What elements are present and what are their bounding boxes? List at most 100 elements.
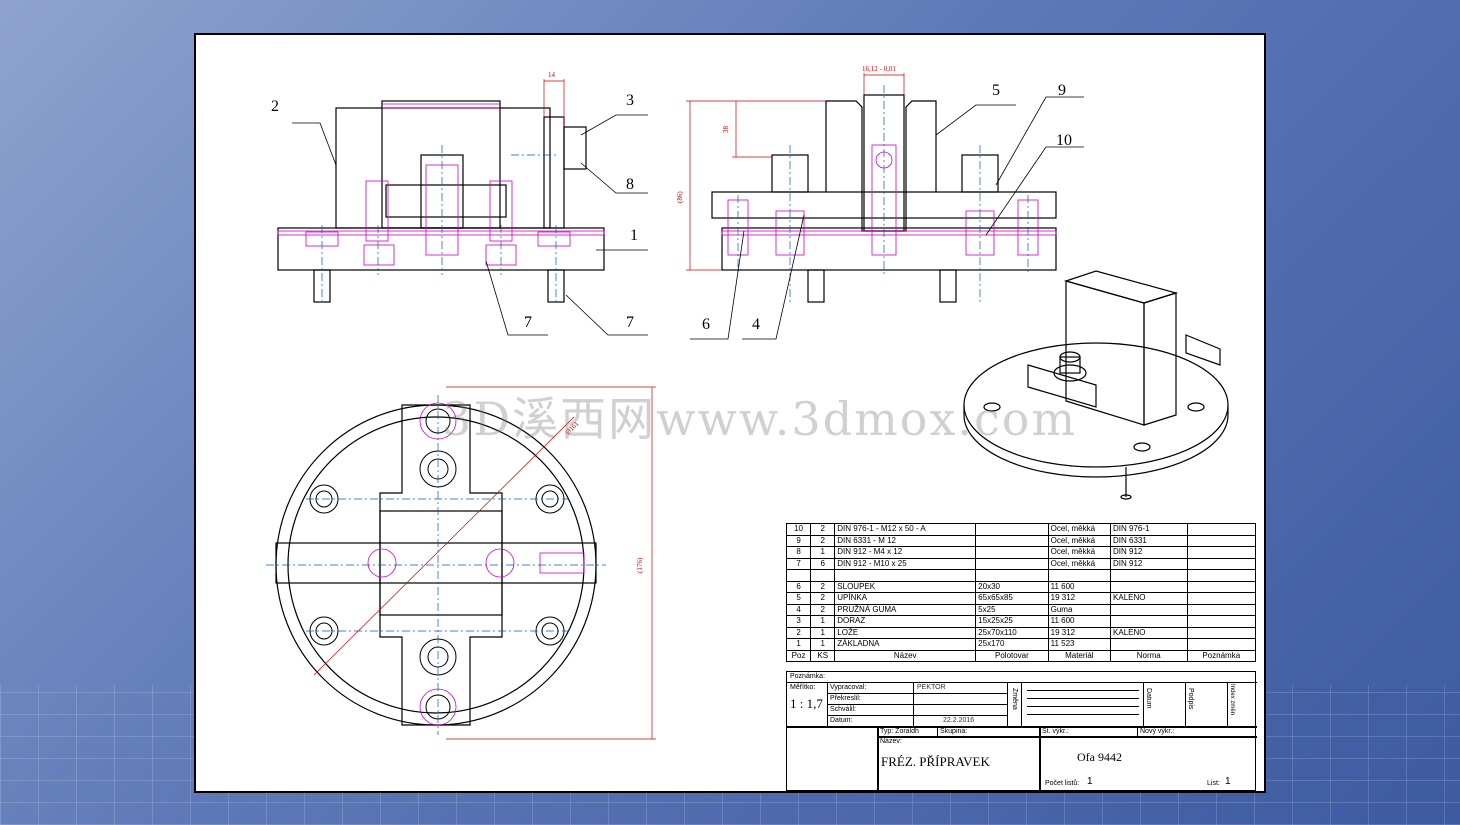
dim-86: (86) — [676, 191, 684, 203]
bom-cell — [1110, 615, 1188, 628]
podpis-vertical: Podpis — [1187, 688, 1194, 710]
bom-cell — [1186, 557, 1256, 570]
front-dimension — [543, 79, 565, 127]
drawing-sheet: 14 2 3 8 1 7 7 — [194, 33, 1266, 793]
bom-cell — [1186, 580, 1256, 593]
bom-cell — [1186, 626, 1256, 639]
bom-cell: 1 — [810, 638, 836, 651]
bom-cell: DIN 976-1 - M12 x 50 - A — [834, 523, 977, 536]
index-vertical: Index změn — [1229, 684, 1235, 716]
top-view — [275, 404, 597, 726]
vypracoval-label: Vypracoval: — [830, 684, 867, 691]
bom-cell: 15x25x25 — [975, 615, 1049, 628]
bom-cell: 19 312 — [1047, 626, 1112, 639]
bom-cell: Ocel, měkká — [1047, 546, 1112, 559]
bom-cell — [975, 546, 1049, 559]
callout-4: 4 — [752, 316, 760, 333]
bom-cell — [975, 557, 1049, 570]
bom-cell: 65x65x85 — [975, 592, 1049, 605]
bom-cell — [1110, 580, 1188, 593]
novy-vykr-label: Nový výkr.: — [1140, 728, 1175, 735]
bom-cell: Poz — [785, 649, 812, 662]
bom-cell: DIN 6331 - M 12 — [834, 534, 977, 547]
bom-cell: Ocel, měkká — [1047, 534, 1112, 547]
bom-cell: 2 — [810, 580, 836, 593]
bom-cell: DIN 912 - M10 x 25 — [834, 557, 977, 570]
bom-cell: 9 — [785, 534, 812, 547]
datum-vertical: Datum — [1145, 688, 1152, 709]
bom-cell: 5x25 — [975, 603, 1049, 616]
callout-8: 8 — [626, 176, 634, 193]
callout-6: 6 — [702, 316, 710, 333]
bom-cell: 7 — [785, 557, 812, 570]
bom-cell: 2 — [810, 603, 836, 616]
poznamka-label: Poznámka: — [790, 673, 826, 680]
skupina-label: Skupina: — [940, 728, 968, 735]
bom-cell: 11 523 — [1047, 638, 1112, 651]
bom-cell: UPÍNKA — [834, 592, 977, 605]
meritko-value: 1 : 1,7 — [790, 696, 823, 711]
front-view — [277, 100, 605, 303]
nazev-label: Název: — [880, 738, 902, 745]
bom-cell: 10 — [785, 523, 812, 536]
bom-cell: DORAZ — [834, 615, 977, 628]
side-leaders — [690, 96, 1084, 340]
bom-cell: Polotovar — [975, 649, 1049, 662]
bom-cell — [1110, 603, 1188, 616]
drawing-number: Ofa 9442 — [1077, 750, 1122, 764]
bom-cell: 6 — [785, 580, 812, 593]
bom-cell: DIN 976-1 — [1110, 523, 1188, 536]
bom-cell — [1186, 592, 1256, 605]
bom-cell: 25x170 — [975, 638, 1049, 651]
top-centerlines — [266, 395, 606, 735]
callout-7b: 7 — [626, 314, 634, 331]
bom-cell: 1 — [810, 546, 836, 559]
bom-cell — [975, 523, 1049, 536]
vypracoval-value: PEKTOR — [917, 684, 946, 691]
meritko-label: Měřítko: — [790, 684, 816, 691]
bom-cell — [834, 569, 977, 582]
bom-cell: KALENO — [1110, 592, 1188, 605]
bom-cell: DIN 912 - M4 x 12 — [834, 546, 977, 559]
bom-cell: 19 312 — [1047, 592, 1112, 605]
prekreslil-label: Překreslil: — [830, 695, 861, 702]
bom-cell: LOŽE — [834, 626, 977, 639]
callout-2: 2 — [271, 98, 279, 115]
bom-cell: Ocel, měkká — [1047, 523, 1112, 536]
bom-cell: ZÁKLADNA — [834, 638, 977, 651]
dim-side-top: 16,12 - 0,01 — [862, 65, 896, 73]
bom-cell: Materiál — [1047, 649, 1112, 662]
bom-cell: DIN 912 — [1110, 557, 1188, 570]
dim-176: (176) — [636, 557, 644, 573]
callout-1: 1 — [630, 227, 638, 244]
title-block: Poznámka: Měřítko: 1 : 1,7 Vypracoval: P… — [786, 671, 1257, 792]
bom-cell: 4 — [785, 603, 812, 616]
bom-cell — [1186, 603, 1256, 616]
pocet-listu-label: Počet listů: — [1045, 780, 1080, 787]
bom-cell — [1186, 523, 1256, 536]
bom-cell — [1186, 534, 1256, 547]
bom-cell — [1047, 569, 1112, 582]
iso-view — [963, 270, 1229, 500]
bom-cell: 1 — [810, 626, 836, 639]
front-leaders — [292, 114, 648, 336]
bom-cell — [810, 569, 836, 582]
typ-label: Typ: Zoraldh — [880, 728, 919, 735]
bom-cell: 1 — [785, 638, 812, 651]
bom-cell: 8 — [785, 546, 812, 559]
list-label: List: — [1207, 780, 1220, 787]
bom-cell: Ocel, měkká — [1047, 557, 1112, 570]
top-bolts — [309, 408, 565, 720]
bom-cell: 5 — [785, 592, 812, 605]
bom-row — [785, 569, 1256, 582]
callout-7a: 7 — [524, 314, 532, 331]
